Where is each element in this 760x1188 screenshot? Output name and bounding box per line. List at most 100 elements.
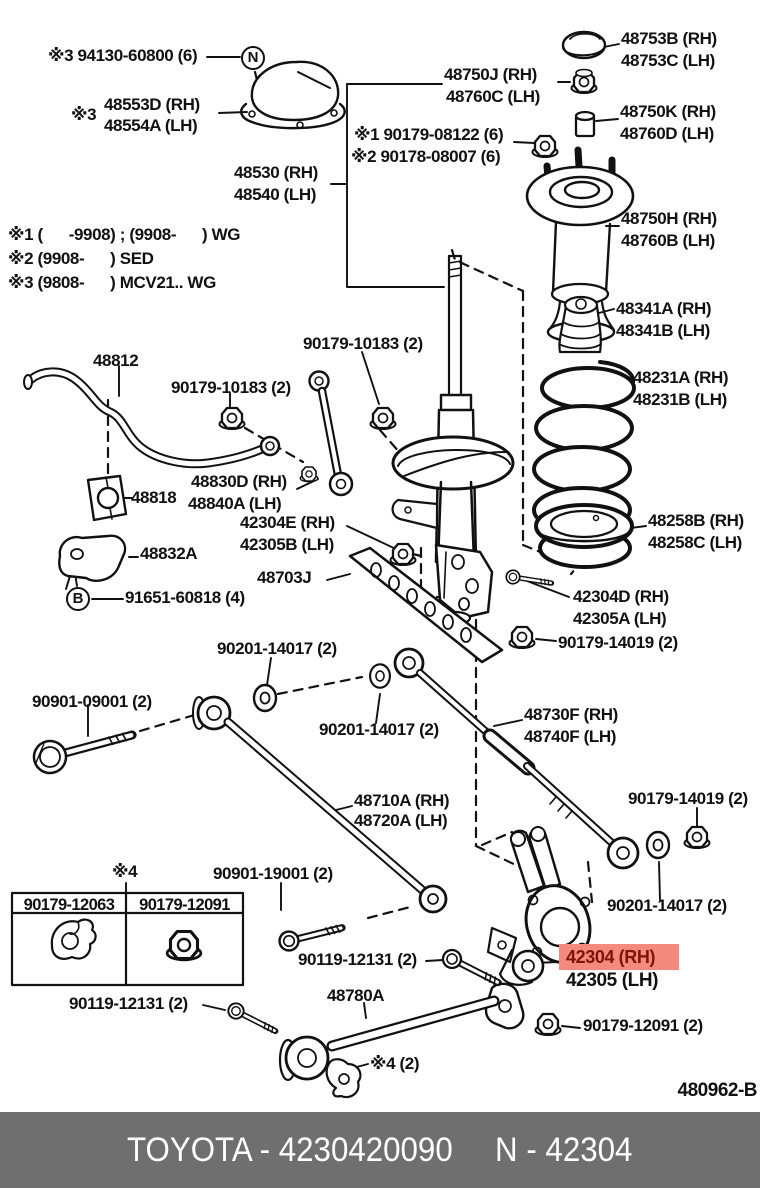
nut-90179-12091-br-drawing [534, 1012, 562, 1037]
label-ast4: ※4 [112, 862, 138, 881]
label-90179-14019-right: 90179-14019 (2) [628, 789, 748, 808]
label-ast4-2: ※4 (2) [370, 1054, 420, 1073]
label-48760B: 48760B (LH) [621, 231, 715, 250]
marker-circle-n: N [241, 46, 265, 70]
label-48231B: 48231B (LH) [633, 390, 727, 409]
bolt-90901-19001-drawing [278, 919, 345, 953]
strut-48530-drawing [391, 254, 515, 626]
stabilizer-link-48830-drawing [299, 370, 354, 497]
label-90119-12131-upper: 90119-12131 (2) [298, 950, 417, 969]
table-nut-90179-12091-drawing [165, 929, 203, 962]
washer-90201-14017-right-drawing [645, 830, 671, 860]
label-90178-08007: ※2 90178-08007 (6) [351, 147, 501, 166]
label-90901-09001: 90901-09001 (2) [32, 692, 152, 711]
nut-48750J-drawing [570, 68, 598, 95]
options-table-drawing [10, 891, 245, 987]
label-48703J: 48703J [257, 568, 312, 587]
note-ast2: ※2 (9908- ) SED [8, 249, 154, 268]
bolt-42304D-drawing [505, 569, 552, 589]
label-42304E: 42304E (RH) [240, 513, 335, 532]
label-90119-12131-lower: 90119-12131 (2) [69, 994, 188, 1013]
bumper-48341-drawing [558, 295, 602, 354]
bolt-90119-12131-lower-drawing [226, 1001, 279, 1038]
label-48750K: 48750K (RH) [620, 102, 716, 121]
nut-90179-14019-mid-drawing [508, 625, 536, 650]
note-ast3: ※3 (9808- ) MCV21.. WG [8, 273, 216, 292]
footer-text: TOYOTA - 4230420090 N - 42304 [127, 1131, 632, 1170]
label-48730F: 48730F (RH) [524, 705, 618, 724]
nut-90179-14019-right-drawing [683, 825, 711, 850]
label-48740F: 48740F (LH) [524, 727, 616, 746]
nut-90179-10183-left-drawing [218, 406, 246, 431]
nut-42304E-drawing [389, 542, 417, 567]
label-90201-14017-right: 90201-14017 (2) [607, 896, 727, 915]
label-42304-highlighted: 42304 (RH) [559, 944, 679, 970]
marker-circle-b: B [66, 587, 90, 611]
label-42305B: 42305B (LH) [240, 535, 334, 554]
label-48720A: 48720A (LH) [354, 811, 448, 830]
label-48760D: 48760D (LH) [620, 124, 714, 143]
label-48530: 48530 (RH) [234, 163, 318, 182]
spring-seat-48258-drawing [534, 503, 634, 549]
label-48554A: 48554A (LH) [104, 116, 198, 135]
construction-dashed-lines [106, 70, 594, 920]
label-48818: 48818 [131, 488, 177, 507]
label-90901-19001: 90901-19001 (2) [213, 864, 333, 883]
label-48750H: 48750H (RH) [621, 209, 717, 228]
footer-n-code: N - 42304 [495, 1130, 633, 1169]
cap-48753-drawing [561, 30, 607, 60]
nut-90179-10183-right-drawing [369, 406, 397, 431]
knuckle-42304-drawing [486, 826, 592, 986]
footer-bar: TOYOTA - 4230420090 N - 42304 [0, 1112, 760, 1188]
label-48750J: 48750J (RH) [444, 65, 537, 84]
washer-90201-14017-a-drawing [252, 683, 278, 713]
label-48258B: 48258B (RH) [648, 511, 744, 530]
label-48840A: 48840A (LH) [188, 494, 282, 513]
label-48780A: 48780A [327, 986, 385, 1005]
table-header-90179-12063: 90179-12063 [23, 896, 115, 914]
dust-cover-48553-drawing [240, 60, 346, 130]
label-90201-14017-lower: 90201-14017 (2) [319, 720, 439, 739]
label-90201-14017-upper: 90201-14017 (2) [217, 639, 337, 658]
label-42305: 42305 (LH) [566, 970, 659, 991]
label-91651-60818: 91651-60818 (4) [125, 588, 245, 607]
label-48258C: 48258C (LH) [648, 533, 742, 552]
label-48710A: 48710A (RH) [354, 791, 450, 810]
bushing-48818-drawing [86, 474, 128, 522]
label-48753C: 48753C (LH) [621, 51, 715, 70]
label-48553D: 48553D (RH) [104, 95, 200, 114]
footer-part-number: TOYOTA - 4230420090 [127, 1130, 454, 1169]
lateral-rod-48730F-drawing [393, 647, 640, 870]
trailing-arm-48710A-drawing [192, 695, 448, 914]
table-header-90179-12091: 90179-12091 [139, 896, 230, 914]
washer-90201-14017-b-drawing [369, 663, 391, 689]
label-90179-10183-left: 90179-10183 (2) [171, 378, 291, 397]
clamp-asterisk4-drawing [325, 1058, 362, 1099]
label-48812: 48812 [93, 351, 139, 370]
label-48341B: 48341B (LH) [616, 321, 710, 340]
crossmember-48703J-drawing [348, 546, 504, 664]
bracket-48832A-drawing [58, 534, 127, 590]
label-48231A: 48231A (RH) [633, 368, 729, 387]
stabilizer-bar-48812-drawing [23, 367, 281, 469]
label-48753B: 48753B (RH) [621, 29, 717, 48]
label-94130-60800: ※3 94130-60800 (6) [48, 46, 198, 65]
label-90179-14019-mid: 90179-14019 (2) [558, 633, 678, 652]
collar-48750K-drawing [574, 110, 596, 138]
strut-rod-48780A-drawing [278, 982, 525, 1082]
label-ast3-a: ※3 [71, 105, 97, 124]
label-90179-12091-br: 90179-12091 (2) [583, 1016, 703, 1035]
bolt-90901-09001-drawing [32, 730, 137, 775]
nut-90179-08122-drawing [531, 134, 559, 159]
label-90179-08122: ※1 90179-08122 (6) [354, 125, 504, 144]
label-42304D: 42304D (RH) [573, 587, 669, 606]
label-48830D: 48830D (RH) [191, 472, 287, 491]
label-42305A: 42305A (LH) [573, 609, 667, 628]
label-48832A: 48832A [140, 544, 198, 563]
drawing-ref-code: 480962-B [677, 1080, 758, 1101]
label-48341A: 48341A (RH) [616, 299, 712, 318]
label-48540: 48540 (LH) [234, 185, 316, 204]
label-48760C: 48760C (LH) [446, 87, 540, 106]
